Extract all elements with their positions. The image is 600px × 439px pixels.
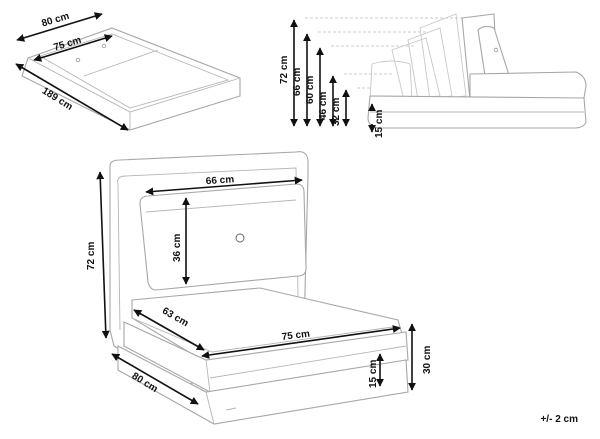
seat-width-label: 75 cm: [281, 329, 311, 343]
base-height-label: 30 cm: [422, 346, 433, 374]
flat-width-outer-arrow: [16, 12, 103, 42]
recline-positions-view: [305, 13, 587, 129]
tolerance-note: +/- 2 cm: [540, 414, 578, 425]
flat-width-outer-label: 80 cm: [40, 11, 70, 30]
pillow-width-arrow: [145, 176, 303, 196]
pillow-height-label: 36 cm: [172, 234, 183, 262]
height-72-label: 72 cm: [279, 56, 290, 84]
pillow-width-label: 66 cm: [205, 174, 234, 187]
seat-depth-arrow: [133, 309, 205, 351]
total-height-label: 72 cm: [86, 242, 97, 270]
height-32-label: 32 cm: [331, 98, 342, 126]
height-46-label: 46 cm: [318, 92, 329, 120]
base-depth-arrow: [111, 353, 199, 405]
flat-width-inner-arrow: [33, 34, 113, 62]
height-15-label: 15 cm: [374, 110, 385, 138]
cushion-height-label: 15 cm: [368, 360, 379, 388]
total-height-arrow: [96, 171, 110, 339]
height-66-label: 66 cm: [292, 68, 303, 96]
height-60-label: 60 cm: [305, 76, 316, 104]
seat-width-arrow: [201, 325, 401, 359]
flat-length-arrow: [15, 63, 129, 131]
